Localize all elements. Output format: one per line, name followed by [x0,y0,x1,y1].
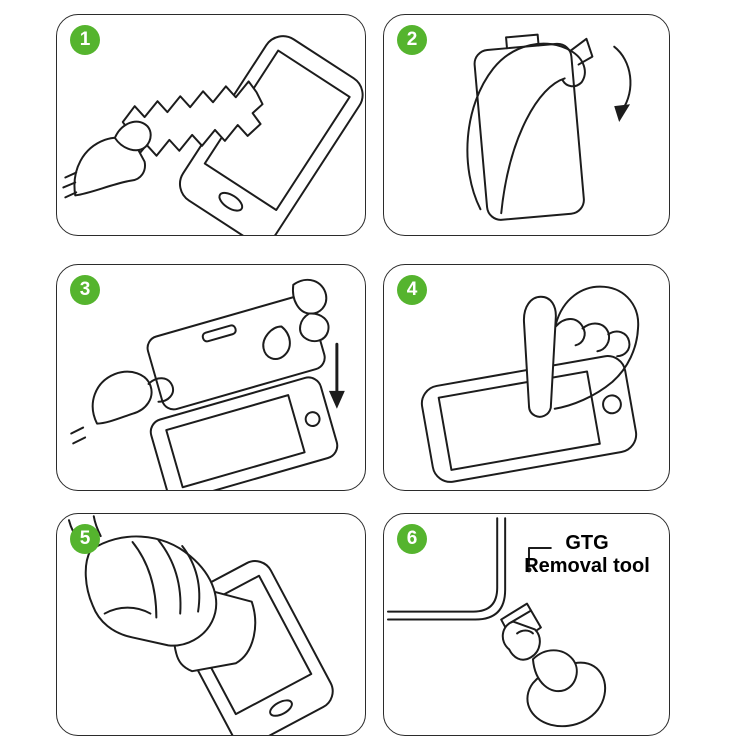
step-5-panel: 5 [56,513,366,736]
step-3-number: 3 [79,279,91,300]
step-3-number-badge: 3 [70,275,100,305]
step-6-number-badge: 6 [397,524,427,554]
step-5-number: 5 [79,528,91,549]
press-center-illustration [420,285,640,483]
step-2-number: 2 [406,29,418,50]
step-4-number: 4 [406,279,418,300]
step-6-panel: 6 GTG Removal tool [383,513,670,736]
step-2-panel: 2 [383,14,670,236]
step-2-number-badge: 2 [397,25,427,55]
step-1-panel: 1 [56,14,366,236]
step-3-panel: 3 [56,264,366,491]
step-5-number-badge: 5 [70,524,100,554]
removal-tool-label-line2: Removal tool [524,555,650,577]
step-4-number-badge: 4 [397,275,427,305]
smooth-with-card-illustration [67,515,334,735]
step-4-panel: 4 [383,264,670,491]
removal-tool-label: GTG Removal tool [507,532,667,578]
step-1-number: 1 [79,29,91,50]
removal-tool-label-line1: GTG [565,532,609,554]
align-protector-illustration [70,278,345,490]
step-1-number-badge: 1 [70,25,100,55]
peel-backing-film-illustration [466,33,632,221]
removal-tool-illustration [386,517,607,728]
wipe-screen-with-cloth-illustration [62,35,364,235]
step-6-number: 6 [406,528,418,549]
